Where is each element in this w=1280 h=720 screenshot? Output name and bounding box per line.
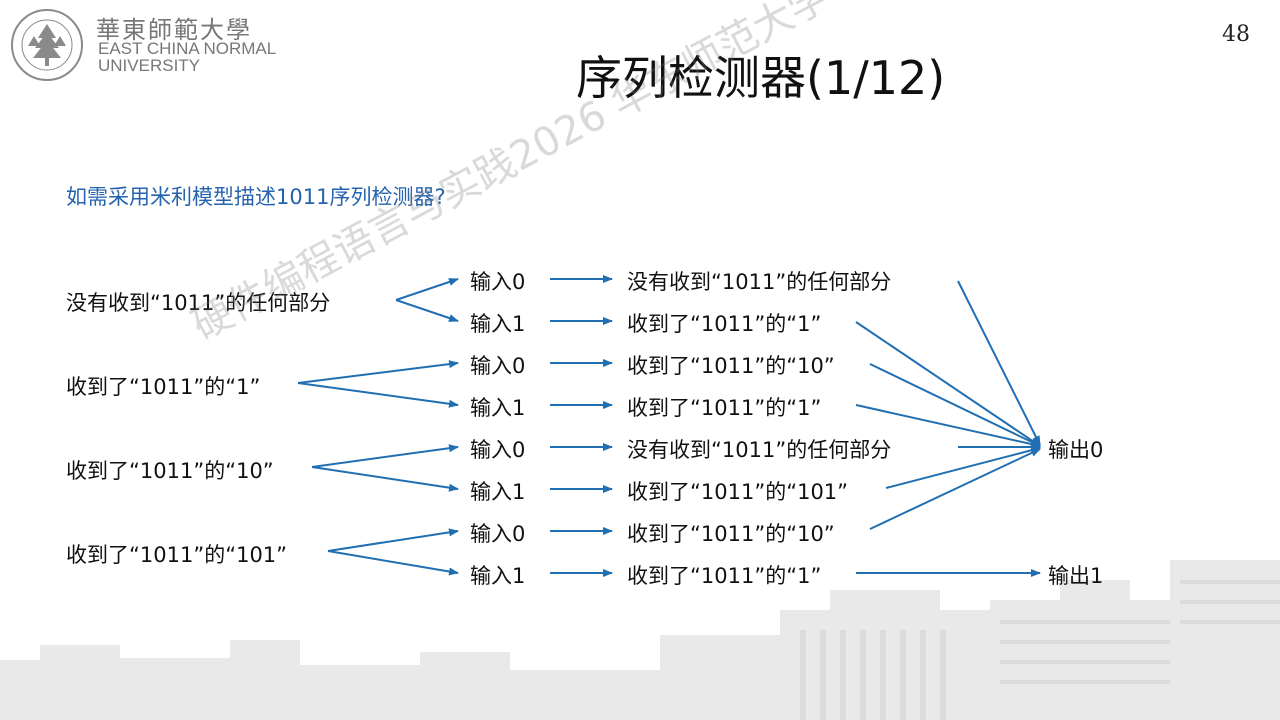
university-name-en-line2: UNIVERSITY bbox=[98, 56, 201, 75]
next-state: 收到了“1011”的“1” bbox=[627, 564, 822, 588]
next-state: 收到了“1011”的“10” bbox=[627, 522, 835, 546]
next-state: 没有收到“1011”的任何部分 bbox=[627, 438, 892, 462]
university-logo: 華東師範大學 EAST CHINA NORMAL UNIVERSITY bbox=[8, 6, 298, 84]
university-name-en-line1: EAST CHINA NORMAL bbox=[98, 39, 277, 58]
state-s0: 没有收到“1011”的任何部分 bbox=[66, 291, 331, 315]
university-seal-icon bbox=[11, 9, 83, 81]
input-label: 输入0 bbox=[470, 522, 526, 546]
arrow-s3-in1 bbox=[327, 550, 459, 576]
next-state: 没有收到“1011”的任何部分 bbox=[627, 270, 892, 294]
arrow-to-out0-3 bbox=[869, 363, 1041, 447]
campus-skyline-background bbox=[0, 560, 1280, 720]
arrow-s3-in0 bbox=[327, 528, 459, 552]
page-number: 48 bbox=[1222, 22, 1250, 47]
slide-title: 序列检测器(1/12) bbox=[576, 51, 946, 105]
arrow-s2-in0 bbox=[311, 444, 459, 468]
arrow-to-out0-1 bbox=[957, 280, 1041, 446]
arrow-to-out0-4 bbox=[855, 404, 1041, 448]
input-label: 输入1 bbox=[470, 312, 526, 336]
arrow-s0-in0 bbox=[395, 278, 459, 301]
state-s2: 收到了“1011”的“10” bbox=[66, 459, 274, 483]
input-label: 输入0 bbox=[470, 270, 526, 294]
arrow-s0-in1 bbox=[395, 299, 459, 322]
arrow-s1-in0 bbox=[297, 360, 459, 384]
output-1: 输出1 bbox=[1048, 564, 1104, 588]
input-label: 输入1 bbox=[470, 396, 526, 420]
question-text: 如需采用米利模型描述1011序列检测器? bbox=[66, 185, 446, 209]
arrow-to-out0-2 bbox=[855, 321, 1041, 447]
arrow-s1-in1 bbox=[297, 382, 459, 408]
next-state: 收到了“1011”的“10” bbox=[627, 354, 835, 378]
state-s1: 收到了“1011”的“1” bbox=[66, 375, 261, 399]
next-state: 收到了“1011”的“1” bbox=[627, 396, 822, 420]
arrow-to-out0-7 bbox=[869, 448, 1041, 530]
next-state: 收到了“1011”的“101” bbox=[627, 480, 849, 504]
next-state: 收到了“1011”的“1” bbox=[627, 312, 822, 336]
university-name-cn: 華東師範大學 bbox=[96, 16, 252, 44]
input-label: 输入0 bbox=[470, 438, 526, 462]
arrow-to-out0-6 bbox=[885, 446, 1041, 489]
input-label: 输入0 bbox=[470, 354, 526, 378]
input-label: 输入1 bbox=[470, 564, 526, 588]
arrow-s2-in1 bbox=[311, 466, 459, 492]
input-label: 输入1 bbox=[470, 480, 526, 504]
state-s3: 收到了“1011”的“101” bbox=[66, 543, 288, 567]
output-0: 输出0 bbox=[1048, 438, 1104, 462]
